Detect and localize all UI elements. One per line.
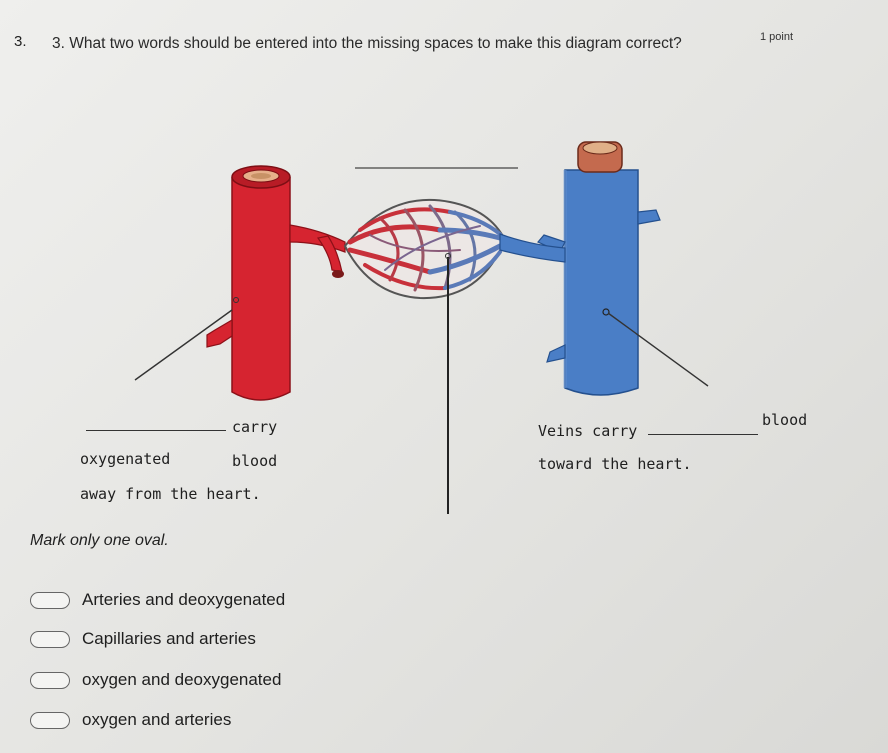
artery-oxygenated-word: oxygenated xyxy=(80,450,171,468)
artery-blank xyxy=(86,430,226,431)
option-label: Arteries and deoxygenated xyxy=(82,590,286,609)
option-2[interactable]: Capillaries and arteries xyxy=(30,629,256,649)
artery-blood-word: blood xyxy=(232,452,278,470)
radio-oval[interactable] xyxy=(30,711,70,729)
vein-blank xyxy=(648,434,758,435)
vessel-illustration xyxy=(134,141,709,514)
vein-pointer-line xyxy=(607,312,709,387)
artery-pointer-line xyxy=(134,309,233,381)
option-label: oxygen and deoxygenated xyxy=(82,670,282,689)
option-label: Capillaries and arteries xyxy=(82,629,256,648)
artery-illustration xyxy=(206,165,346,401)
radio-oval[interactable] xyxy=(30,630,70,648)
points-label: 1 point xyxy=(760,31,794,43)
question-number: 3. xyxy=(14,33,27,50)
vein-illustration xyxy=(499,141,661,396)
capillary-network xyxy=(343,198,507,300)
option-4[interactable]: oxygen and arteries xyxy=(30,710,231,730)
option-3[interactable]: oxygen and deoxygenated xyxy=(30,670,281,690)
blood-vessel-diagram: carry oxygenated blood away from the hea… xyxy=(60,130,840,520)
radio-oval[interactable] xyxy=(30,671,70,689)
artery-carry-word: carry xyxy=(232,418,278,436)
instruction-text: Mark only one oval. xyxy=(30,532,169,549)
question-text: 3. What two words should be entered into… xyxy=(52,35,682,52)
vein-blood-word: blood xyxy=(762,411,808,429)
radio-oval[interactable] xyxy=(30,591,70,609)
vein-caption-line2: toward the heart. xyxy=(538,455,692,473)
option-1[interactable]: Arteries and deoxygenated xyxy=(30,590,285,610)
artery-caption-line3: away from the heart. xyxy=(80,485,261,503)
option-label: oxygen and arteries xyxy=(82,710,232,729)
vein-caption-line1: Veins carry xyxy=(538,422,638,440)
